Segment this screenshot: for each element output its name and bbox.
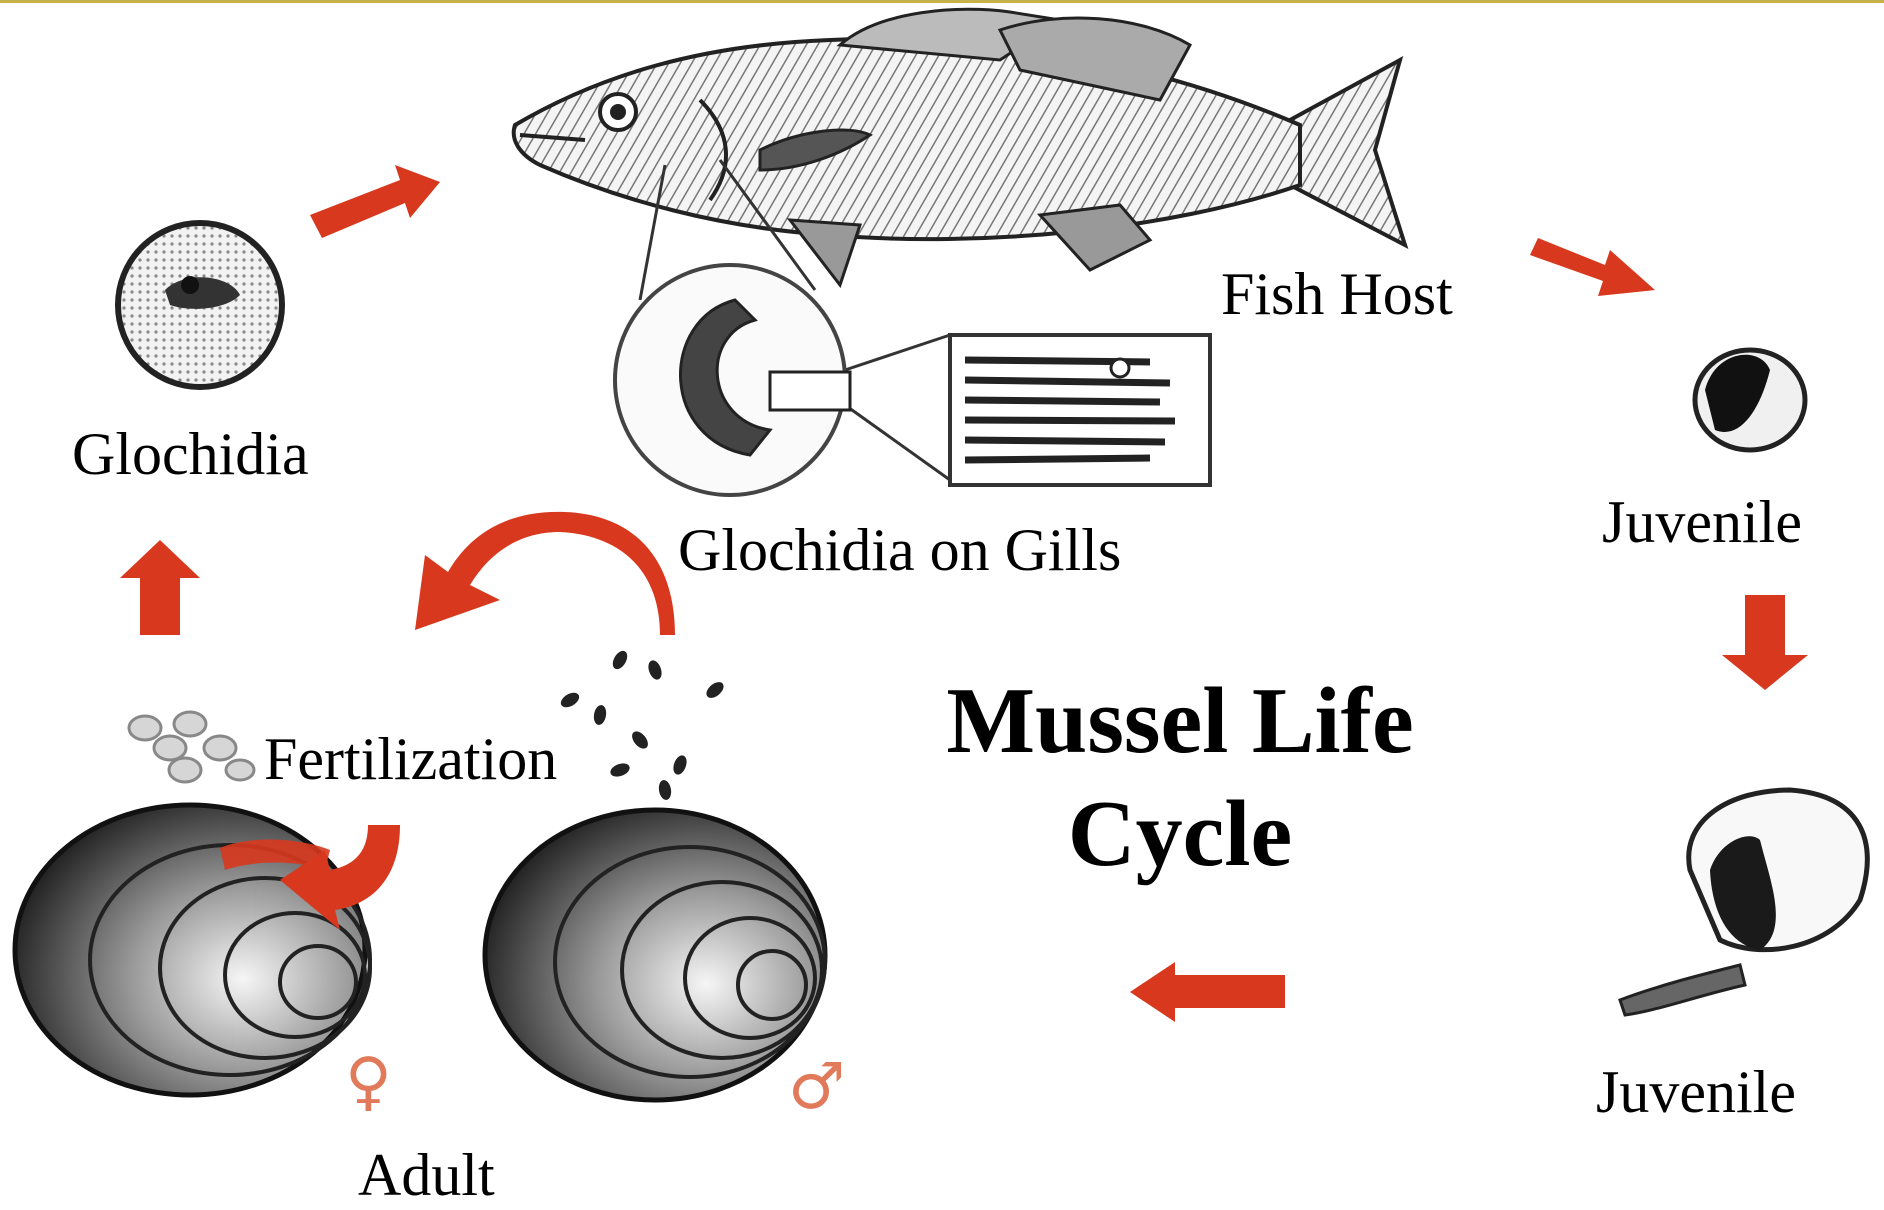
arrow-fish-to-juvenile (1530, 238, 1655, 296)
arrow-juvenile-down (1722, 595, 1808, 690)
glochidia-cell (118, 223, 282, 387)
title-line-1: Mussel Life (900, 665, 1460, 778)
female-symbol: ♀ (345, 1050, 392, 1114)
arrow-to-adult (1130, 962, 1285, 1022)
arrow-glochidia-to-fish (310, 165, 440, 238)
label-juvenile-bottom: Juvenile (1590, 1060, 1802, 1124)
label-fish-host: Fish Host (1215, 262, 1459, 326)
cycle-arrows (120, 165, 1808, 1022)
juvenile-late-illustration (1620, 790, 1867, 1015)
label-juvenile-top: Juvenile (1596, 490, 1808, 554)
eggs-cluster (129, 712, 254, 782)
male-adult-shell (485, 810, 825, 1100)
fish-illustration (514, 9, 1405, 285)
gill-filament-box (950, 335, 1210, 485)
label-fertilization: Fertilization (258, 727, 563, 791)
title-line-2: Cycle (900, 778, 1460, 891)
label-adult: Adult (352, 1143, 501, 1207)
gill-detail-circle (615, 265, 850, 495)
label-glochidia-on-gills: Glochidia on Gills (672, 518, 1127, 582)
arrow-curved-release (415, 512, 675, 635)
arrow-up-to-glochidia (120, 540, 200, 635)
juvenile-early-illustration (1695, 350, 1805, 450)
diagram-title: Mussel Life Cycle (900, 665, 1460, 891)
label-glochidia: Glochidia (66, 422, 315, 486)
male-symbol: ♂ (788, 1055, 845, 1119)
sperm-particles (558, 648, 726, 801)
